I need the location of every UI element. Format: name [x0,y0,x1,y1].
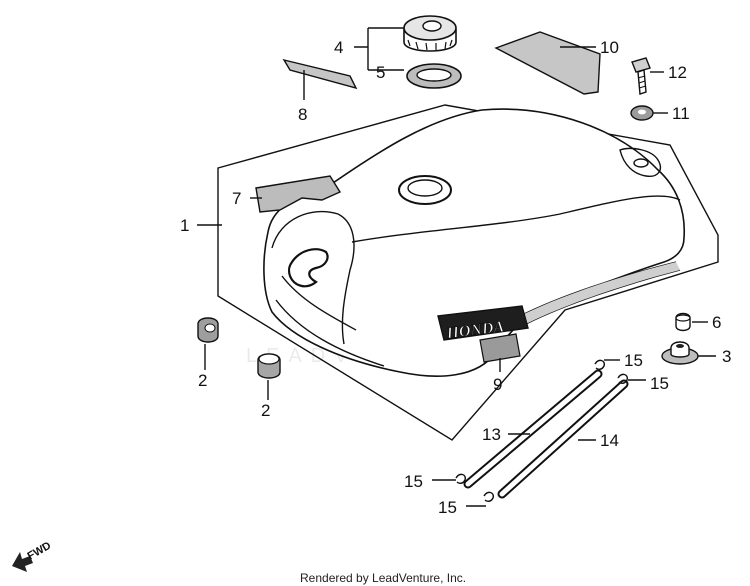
fuel-cap-knob [422,20,442,32]
grommet-3 [661,341,699,365]
fuel-cap [403,15,457,52]
cushion-2b [257,353,281,379]
cap-gasket [406,63,462,89]
cushion-2a-hole [204,323,216,333]
callout-13: 13 [482,425,501,444]
cushion-2a [197,317,219,343]
leader-lines [197,27,716,507]
tank-side-contour [275,275,385,367]
cap-gasket-inner [416,68,452,82]
callout-15a: 15 [624,351,643,370]
clip-15c [455,473,467,485]
small-cap-top [675,314,691,322]
filler-neck-inner [407,179,443,197]
grommet-hole [676,344,684,348]
small-cap-6 [675,312,691,332]
pad-8 [282,58,358,90]
tank-rear-mount-hole [633,158,649,168]
hose-14-core [499,381,627,497]
clip-15b [617,373,629,385]
tank-knee-grip [287,248,329,288]
callout-6: 6 [712,313,721,332]
cushion-2b-top [258,353,280,365]
callout-15b: 15 [650,374,669,393]
emblem-plate [437,305,529,341]
bolt-threads [637,75,647,89]
washer-hole [638,109,646,115]
fuel-hose-13 [463,369,603,489]
leader-4-bracket [354,27,404,71]
hose-13-core [465,371,601,487]
clip-15a [594,359,606,371]
callout-8: 8 [298,105,307,124]
clip-15d [483,491,495,503]
fuel-hose-14 [497,379,629,499]
callout-7: 7 [232,189,241,208]
callout-15d: 15 [438,498,457,517]
emblem-tab [479,333,521,363]
tank-rear-tab [619,147,662,177]
callout-9: 9 [493,375,502,394]
tank-knee-recess [271,210,355,345]
callout-2b: 2 [261,401,270,420]
callout-1: 1 [180,216,189,235]
callout-12: 12 [668,63,687,82]
bolt-head [631,57,651,73]
callout-2a: 2 [198,371,207,390]
fwd-label: FWD [26,540,54,563]
grommet-boss [670,341,690,358]
fwd-indicator: FWD [12,540,53,572]
decal-patch-7 [255,175,342,213]
callout-5: 5 [376,63,385,82]
callout-3: 3 [722,347,731,366]
washer-11 [630,105,654,121]
pad-10 [494,31,601,95]
callout-4: 4 [334,38,343,57]
callout-numbers: 1 2 2 3 4 5 6 7 8 9 10 11 12 13 14 15 15… [180,38,731,517]
tank-body [263,108,686,377]
fuel-tank [263,108,686,377]
callout-10: 10 [600,38,619,57]
honda-emblem: HONDA [437,305,529,363]
fuel-cap-ridges [407,39,453,51]
bolt-12 [631,57,651,95]
callout-14: 14 [600,431,619,450]
callout-15c: 15 [404,472,423,491]
callout-11: 11 [672,104,690,123]
tank-inner-edge [351,195,681,243]
footer-credit: Rendered by LeadVenture, Inc. [300,571,466,585]
tank-stripe-fill [520,262,680,324]
fwd-arrow-icon [12,552,33,572]
